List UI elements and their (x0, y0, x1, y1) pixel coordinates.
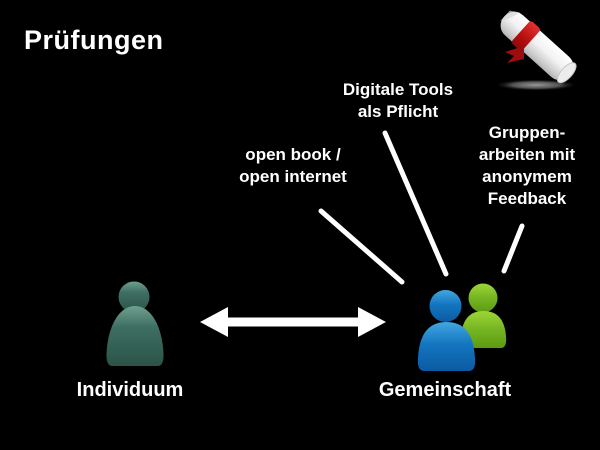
callout-line: als Pflicht (357, 102, 439, 121)
callout-open-book: open book / open internet (239, 144, 347, 188)
diploma-icon (496, 10, 577, 91)
connector-line-digital-tools (382, 130, 449, 277)
connector-line-open-book (318, 208, 405, 285)
callout-line: Gruppen- (488, 123, 566, 142)
individual-label: Individuum (76, 379, 184, 401)
ribbon-band (511, 21, 540, 51)
scroll-torn-end (500, 10, 521, 22)
callout-line: Digitale Tools (342, 80, 454, 99)
connector-line-group-feedback (501, 223, 525, 274)
community-person-front-icon (417, 290, 476, 371)
individual-person-icon (106, 281, 164, 366)
callout-digital-tools: Digitale Tools als Pflicht (343, 79, 453, 123)
callout-line: open book / (245, 145, 341, 164)
page-title: Prüfungen (24, 25, 164, 55)
community-persons-icon (417, 283, 507, 371)
callout-line: arbeiten mit (478, 145, 576, 164)
callout-line: open internet (239, 167, 347, 186)
double-arrow (200, 307, 386, 337)
callout-group-feedback: Gruppen- arbeiten mit anonymem Feedback (479, 122, 575, 210)
scroll-end-cap (556, 62, 577, 84)
community-label: Gemeinschaft (378, 379, 512, 401)
callout-line: Feedback (487, 189, 567, 208)
ribbon-bow (505, 46, 524, 63)
callout-line: anonymem (482, 167, 572, 186)
community-person-back-icon (460, 283, 507, 348)
diploma-shadow (496, 79, 576, 91)
